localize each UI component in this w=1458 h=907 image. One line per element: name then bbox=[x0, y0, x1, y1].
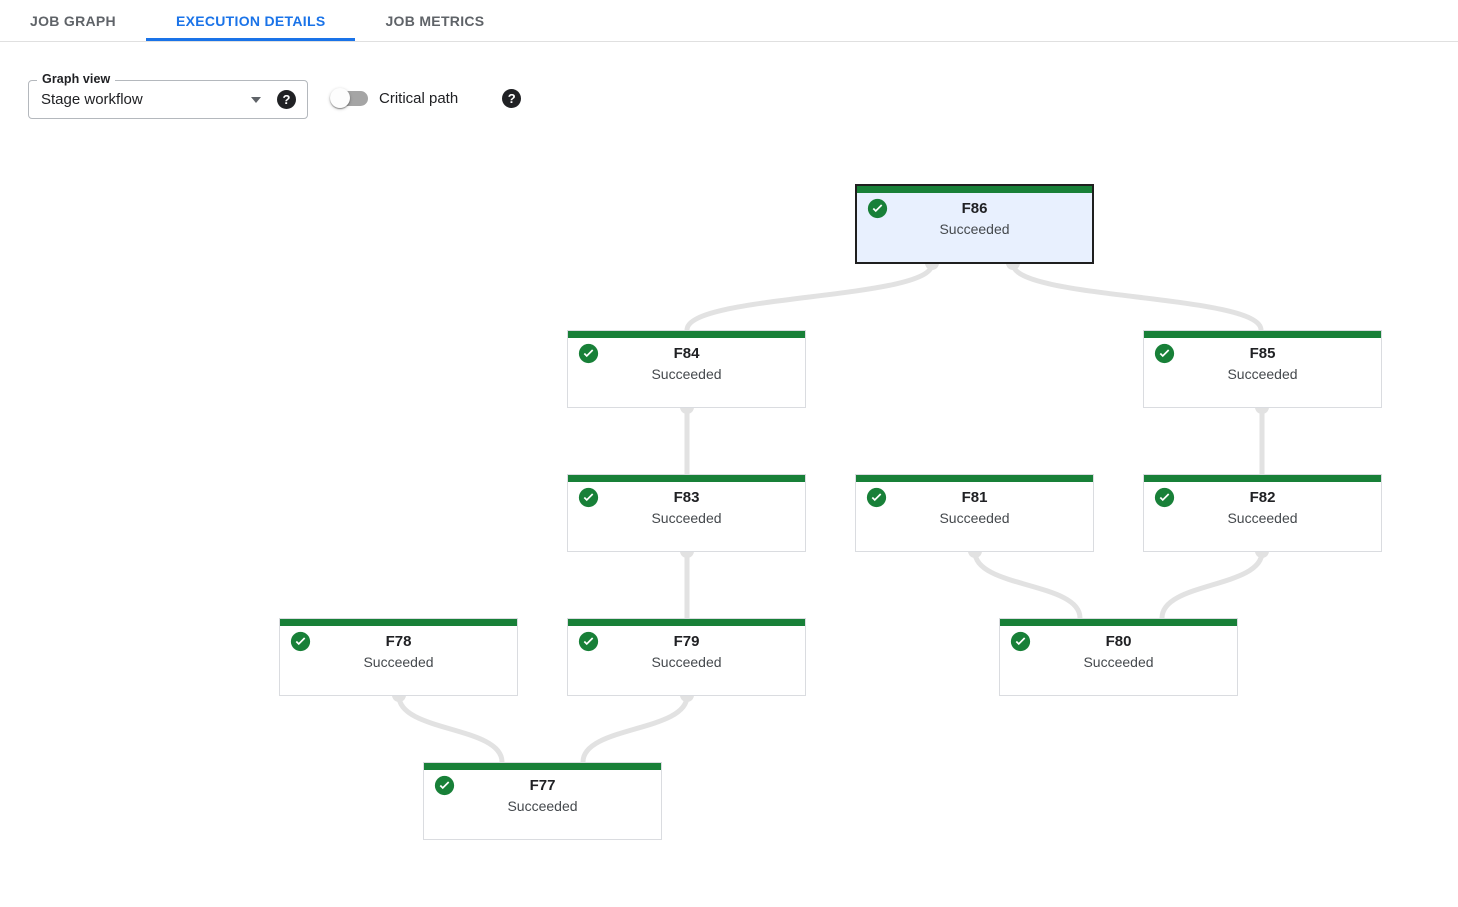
check-circle-icon bbox=[1154, 487, 1175, 508]
edge-f79-f77 bbox=[580, 693, 690, 765]
check-circle-icon bbox=[866, 487, 887, 508]
edge-f81-f80 bbox=[972, 549, 1083, 621]
stage-node-status: Succeeded bbox=[1227, 366, 1298, 382]
check-circle-icon bbox=[578, 487, 599, 508]
graph-view-label: Graph view bbox=[37, 72, 116, 86]
check-circle-icon bbox=[578, 343, 599, 364]
check-circle-icon bbox=[867, 198, 888, 219]
critical-path-label: Critical path bbox=[379, 89, 459, 107]
tab-job-graph[interactable]: JOB GRAPH bbox=[30, 12, 116, 29]
toggle-thumb bbox=[330, 88, 350, 108]
stage-node-label: F83 bbox=[673, 489, 700, 506]
graph-view-select[interactable]: Graph view Stage workflow ? bbox=[28, 72, 308, 119]
stage-node-status: Succeeded bbox=[363, 654, 434, 670]
stage-node-label: F77 bbox=[529, 777, 556, 794]
status-bar bbox=[856, 475, 1093, 482]
check-circle-icon bbox=[1010, 631, 1031, 652]
stage-node-label: F86 bbox=[961, 200, 988, 217]
help-icon[interactable]: ? bbox=[502, 88, 522, 108]
critical-path-toggle[interactable] bbox=[330, 88, 368, 108]
stage-node-label: F79 bbox=[673, 633, 700, 650]
tab-bar: JOB GRAPH EXECUTION DETAILS JOB METRICS bbox=[0, 0, 1458, 42]
stage-node-label: F85 bbox=[1249, 345, 1276, 362]
stage-node-status: Succeeded bbox=[939, 510, 1010, 526]
stage-node-status: Succeeded bbox=[651, 654, 722, 670]
check-circle-icon bbox=[1154, 343, 1175, 364]
edge-f82-f80 bbox=[1159, 549, 1265, 621]
stage-node-label: F84 bbox=[673, 345, 700, 362]
stage-node-label: F80 bbox=[1105, 633, 1132, 650]
status-bar bbox=[568, 619, 805, 626]
tab-job-metrics[interactable]: JOB METRICS bbox=[385, 12, 485, 29]
status-bar bbox=[280, 619, 517, 626]
status-bar bbox=[1144, 331, 1381, 338]
check-circle-icon bbox=[578, 631, 599, 652]
stage-node-status: Succeeded bbox=[1083, 654, 1154, 670]
tab-execution-details[interactable]: EXECUTION DETAILS bbox=[145, 0, 356, 41]
edge-f78-f77 bbox=[396, 693, 505, 765]
stage-node-label: F81 bbox=[961, 489, 988, 506]
graph-view-value: Stage workflow bbox=[41, 91, 143, 108]
edge-f86-f85 bbox=[1010, 261, 1264, 333]
status-bar bbox=[1144, 475, 1381, 482]
stage-node-status: Succeeded bbox=[651, 510, 722, 526]
chevron-down-icon bbox=[251, 96, 261, 103]
stage-node-status: Succeeded bbox=[651, 366, 722, 382]
status-bar bbox=[568, 331, 805, 338]
check-circle-icon bbox=[434, 775, 455, 796]
edge-f86-f84 bbox=[684, 261, 935, 333]
status-bar bbox=[857, 186, 1092, 193]
help-icon[interactable]: ? bbox=[277, 90, 296, 109]
status-bar bbox=[424, 763, 661, 770]
stage-node-status: Succeeded bbox=[507, 798, 578, 814]
check-circle-icon bbox=[290, 631, 311, 652]
stage-node-label: F82 bbox=[1249, 489, 1276, 506]
status-bar bbox=[568, 475, 805, 482]
stage-node-status: Succeeded bbox=[1227, 510, 1298, 526]
critical-path-control: Critical path ? bbox=[330, 88, 522, 108]
status-bar bbox=[1000, 619, 1237, 626]
stage-node-status: Succeeded bbox=[939, 221, 1010, 237]
stage-node-label: F78 bbox=[385, 633, 412, 650]
